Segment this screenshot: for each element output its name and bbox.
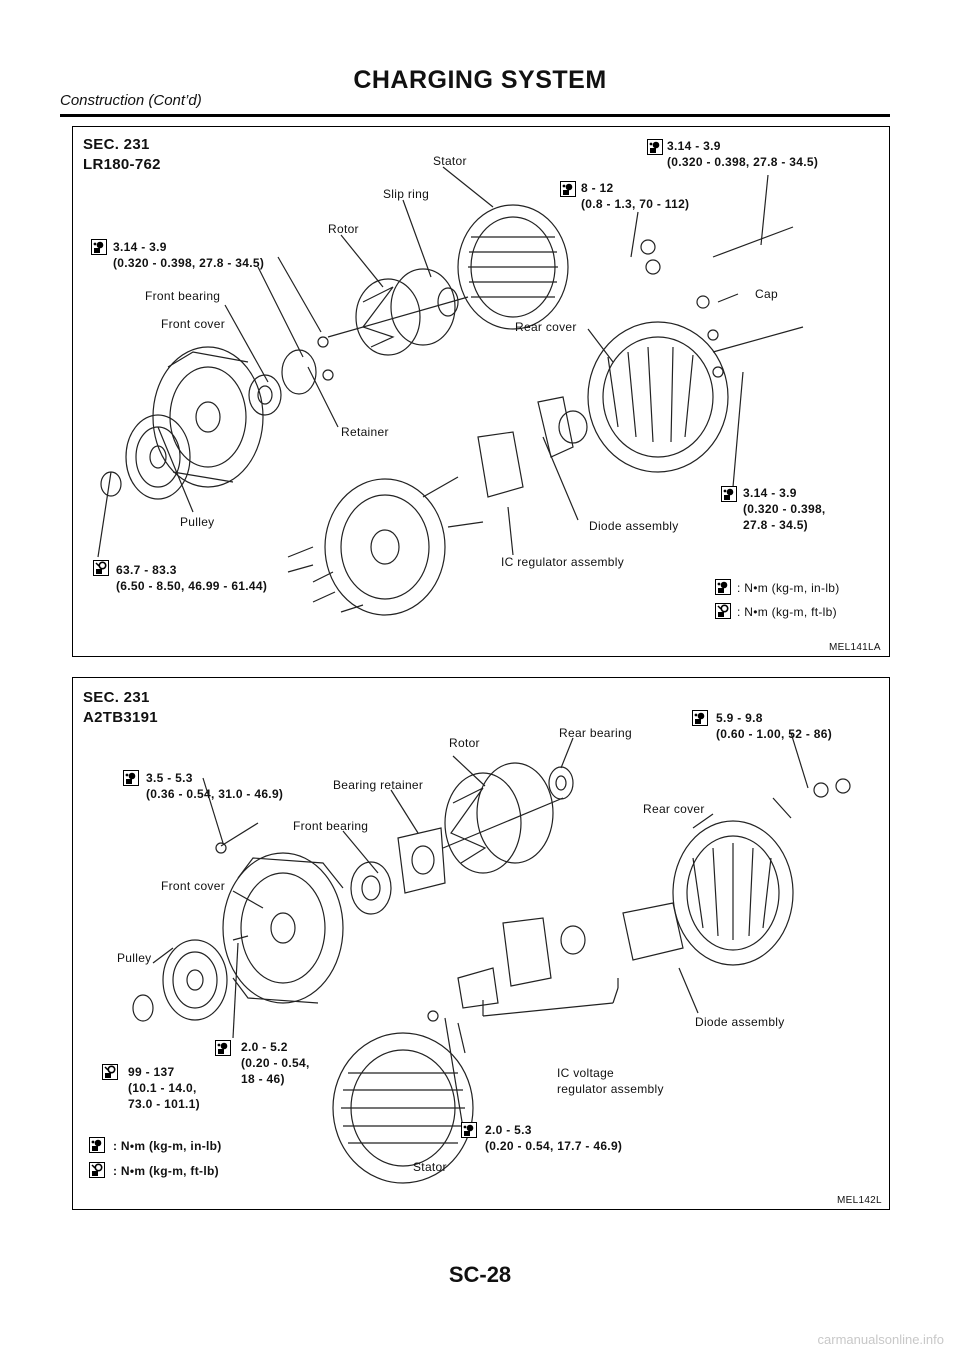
- fig1-label-ic-regulator-assembly: IC regulator assembly: [501, 555, 625, 569]
- torque-wrench-inlb-icon: [89, 1137, 105, 1153]
- watermark: carmanualsonline.info: [817, 1332, 944, 1347]
- torque-wrench-inlb-icon: [721, 486, 737, 502]
- torque-wrench-inlb-icon: [647, 139, 663, 155]
- fig1-torque-t3-value: 3.14 - 3.9: [667, 139, 721, 153]
- fig2-torque-t3-value: 99 - 137: [128, 1065, 175, 1079]
- fig1-torque-t4-detail1: (0.320 - 0.398,: [743, 502, 826, 516]
- fig1-sec-number: SEC. 231: [83, 136, 150, 153]
- torque-wrench-inlb-icon: [91, 239, 107, 255]
- fig2-torque-t2-value: 3.5 - 5.3: [146, 771, 193, 785]
- section-subtitle: Construction (Cont’d): [60, 92, 202, 109]
- fig2-model: A2TB3191: [83, 709, 158, 726]
- fig1-torque-t1-detail: (0.320 - 0.398, 27.8 - 34.5): [113, 256, 265, 270]
- fig2-label-stator: Stator: [413, 1160, 447, 1174]
- fig1-label-slip-ring: Slip ring: [383, 187, 430, 201]
- torque-wrench-inlb-icon: [123, 770, 139, 786]
- fig2-label-diode-assembly: Diode assembly: [695, 1015, 785, 1029]
- fig2-label-rotor: Rotor: [449, 736, 480, 750]
- fig1-label-cap: Cap: [755, 287, 778, 301]
- fig1-torque-t5-value: 63.7 - 83.3: [116, 563, 177, 577]
- torque-wrench-ftlb-icon: [102, 1064, 118, 1080]
- fig1-label-rotor: Rotor: [328, 222, 359, 236]
- fig1-torque-t4-value: 3.14 - 3.9: [743, 486, 797, 500]
- fig2-label-bearing-retainer: Bearing retainer: [333, 778, 424, 792]
- fig2-figure-code: MEL142L: [837, 1195, 882, 1206]
- fig2-legend-ftlb: : N•m (kg-m, ft-lb): [113, 1164, 219, 1178]
- fig1-label-retainer: Retainer: [341, 425, 389, 439]
- fig2-label-pulley: Pulley: [117, 951, 152, 965]
- fig2-torque-t3-detail1: (10.1 - 14.0,: [128, 1081, 197, 1095]
- fig2-torque-t5-detail: (0.20 - 0.54, 17.7 - 46.9): [485, 1139, 623, 1153]
- fig1-label-front-bearing: Front bearing: [145, 289, 221, 303]
- fig2-torque-t3-detail2: 73.0 - 101.1): [128, 1097, 200, 1111]
- torque-wrench-inlb-icon: [560, 181, 576, 197]
- torque-wrench-inlb-icon: [215, 1040, 231, 1056]
- torque-wrench-inlb-icon: [461, 1122, 477, 1138]
- fig2-legend-inlb: : N•m (kg-m, in-lb): [113, 1139, 222, 1153]
- fig2-label-rear-bearing: Rear bearing: [559, 726, 632, 740]
- fig2-label-front-bearing: Front bearing: [293, 819, 369, 833]
- page-number: SC-28: [448, 1262, 512, 1287]
- torque-wrench-ftlb-icon: [89, 1162, 105, 1178]
- fig1-model: LR180-762: [83, 156, 161, 173]
- fig1-torque-t5-detail: (6.50 - 8.50, 46.99 - 61.44): [116, 579, 268, 593]
- fig1-label-stator: Stator: [433, 154, 467, 168]
- fig2-torque-t1-detail: (0.60 - 1.00, 52 - 86): [716, 727, 832, 741]
- fig1-label-pulley: Pulley: [180, 515, 215, 529]
- fig2-torque-t1-value: 5.9 - 9.8: [716, 711, 763, 725]
- fig2-sec-number: SEC. 231: [83, 689, 150, 706]
- fig2-label-front-cover: Front cover: [161, 879, 225, 893]
- fig1-torque-t3-detail: (0.320 - 0.398, 27.8 - 34.5): [667, 155, 819, 169]
- fig1-torque-t2-value: 8 - 12: [581, 181, 614, 195]
- figure-lr180-exploded: SEC. 231 LR180-762 Stator Slip ring Roto…: [72, 126, 890, 657]
- fig2-label-regulator-assembly: regulator assembly: [557, 1082, 664, 1096]
- fig1-torque-t1-value: 3.14 - 3.9: [113, 240, 167, 254]
- fig2-torque-t5-value: 2.0 - 5.3: [485, 1123, 532, 1137]
- fig2-label-rear-cover: Rear cover: [643, 802, 705, 816]
- page-title: CHARGING SYSTEM: [353, 66, 607, 94]
- fig2-torque-t4-value: 2.0 - 5.2: [241, 1040, 288, 1054]
- torque-wrench-ftlb-icon: [93, 560, 109, 576]
- fig1-torque-t4-detail2: 27.8 - 34.5): [743, 518, 808, 532]
- lr180-exploded-drawing: [97, 166, 804, 616]
- a2tb-exploded-drawing: [132, 732, 851, 1184]
- header-rule: [60, 114, 890, 117]
- fig1-label-diode-assembly: Diode assembly: [589, 519, 679, 533]
- fig2-label-ic-voltage: IC voltage: [557, 1066, 615, 1080]
- fig2-torque-t4-detail1: (0.20 - 0.54,: [241, 1056, 310, 1070]
- fig2-torque-t4-detail2: 18 - 46): [241, 1072, 285, 1086]
- fig1-label-front-cover: Front cover: [161, 317, 225, 331]
- torque-wrench-inlb-icon: [715, 579, 731, 595]
- fig1-legend-ftlb: : N•m (kg-m, ft-lb): [737, 605, 837, 619]
- torque-wrench-inlb-icon: [692, 710, 708, 726]
- fig1-legend-inlb: : N•m (kg-m, in-lb): [737, 581, 840, 595]
- fig1-torque-t2-detail: (0.8 - 1.3, 70 - 112): [581, 197, 690, 211]
- fig1-label-rear-cover: Rear cover: [515, 320, 577, 334]
- torque-wrench-ftlb-icon: [715, 603, 731, 619]
- figure-a2tb-exploded: SEC. 231 A2TB3191 Rotor Rear bearing Bea…: [72, 677, 890, 1210]
- fig2-torque-t2-detail: (0.36 - 0.54, 31.0 - 46.9): [146, 787, 284, 801]
- fig1-figure-code: MEL141LA: [829, 642, 881, 653]
